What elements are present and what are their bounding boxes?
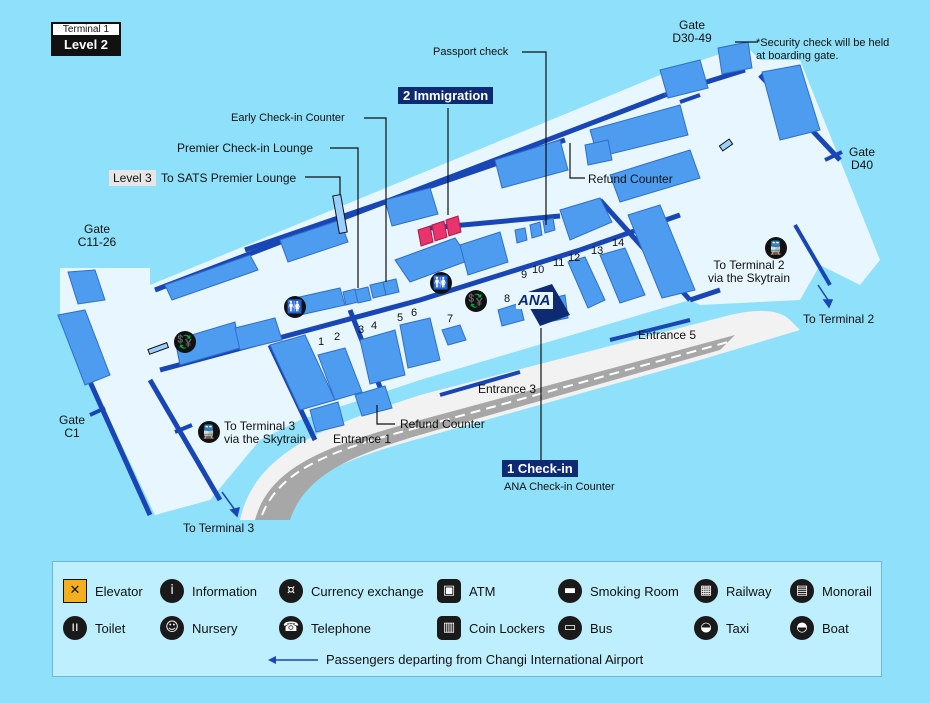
counter-7: 7 [447,313,454,325]
bus-icon: ▭ [558,616,582,640]
legend-nursery: ☺ Nursery [160,616,238,640]
toilet-icon: 🚻 [284,296,306,318]
elevator-icon: ✕ [63,579,87,603]
legend-departing-arrow: Passengers departing from Changi Interna… [268,652,643,667]
entrance-3-label: Entrance 3 [478,382,537,396]
premier-checkin-lounge-label: Premier Check-in Lounge [177,141,314,155]
counter-10: 10 [532,264,545,276]
level3-tag: Level 3 [109,170,156,186]
counter-5: 5 [397,312,404,324]
to-terminal3-label: To Terminal 3 [183,521,255,535]
counter-8: 8 [504,293,511,305]
terminal-level-badge: Terminal 1 Level 2 [51,22,121,56]
toilet-icon: 🚻 [430,272,452,294]
sats-lounge-label: To SATS Premier Lounge [161,171,297,185]
legend-smoking-room: ▬ Smoking Room [558,579,679,603]
immigration-label: 2 Immigration [398,87,494,104]
legend-elevator: ✕ Elevator [63,579,143,603]
level-name: Level 2 [63,37,109,52]
legend-telephone: ☎ Telephone [279,616,371,640]
counter-13: 13 [591,245,604,257]
monorail-icon: ▤ [790,579,814,603]
counter-4: 4 [371,320,378,332]
legend-toilet: ıı Toilet [63,616,125,640]
counter-6: 6 [411,307,418,319]
currency-exchange-icon: 💱 [174,331,196,353]
taxi-icon: ◒ [694,616,718,640]
counter-14: 14 [612,237,625,249]
refund-counter-top-label: Refund Counter [588,172,673,186]
counter-9: 9 [521,269,528,281]
entrance-1-label: Entrance 1 [333,432,392,446]
legend-information: i Information [160,579,257,603]
railway-icon: 🚆 [765,237,787,259]
legend-boat: ◓ Boat [790,616,849,640]
departing-arrow-icon [268,655,318,664]
information-icon: i [160,579,184,603]
checkin-label: 1 Check-in [502,460,578,477]
counter-2: 2 [334,331,341,343]
ana-checkin-counter-label: ANA Check-in Counter [504,481,615,493]
legend-atm: ▣ ATM [437,579,495,603]
atm-icon: ▣ [437,579,461,603]
early-checkin-label: Early Check-in Counter [231,112,345,124]
boat-icon: ◓ [790,616,814,640]
legend-bus: ▭ Bus [558,616,612,640]
legend-currency-exchange: ¤ Currency exchange [279,579,424,603]
telephone-icon: ☎ [279,616,303,640]
nursery-icon: ☺ [160,616,184,640]
legend-railway: ▦ Railway [694,579,772,603]
refund-counter-bottom-label: Refund Counter [400,417,485,431]
counter-12: 12 [568,252,581,264]
currency-exchange-icon: 💱 [465,290,487,312]
passport-check-label: Passport check [433,46,509,58]
counter-11: 11 [553,257,565,269]
legend-taxi: ◒ Taxi [694,616,749,640]
coin-lockers-icon: ▥ [437,616,461,640]
terminal-name: Terminal 1 [53,24,119,35]
railway-icon: 🚆 [198,421,220,443]
railway-icon: ▦ [694,579,718,603]
to-terminal2-label: To Terminal 2 [803,312,875,326]
counter-3: 3 [358,324,365,336]
map-legend: ✕ Elevator i Information ¤ Currency exch… [52,561,882,677]
currency-exchange-icon: ¤ [279,579,303,603]
legend-monorail: ▤ Monorail [790,579,872,603]
entrance-5-label: Entrance 5 [638,328,697,342]
ana-logo: ANA [516,292,553,309]
legend-coin-lockers: ▥ Coin Lockers [437,616,545,640]
counter-1: 1 [318,336,325,348]
toilet-icon: ıı [63,616,87,640]
security-note: *Security check will be held at boarding… [756,37,890,62]
smoking-room-icon: ▬ [558,579,582,603]
